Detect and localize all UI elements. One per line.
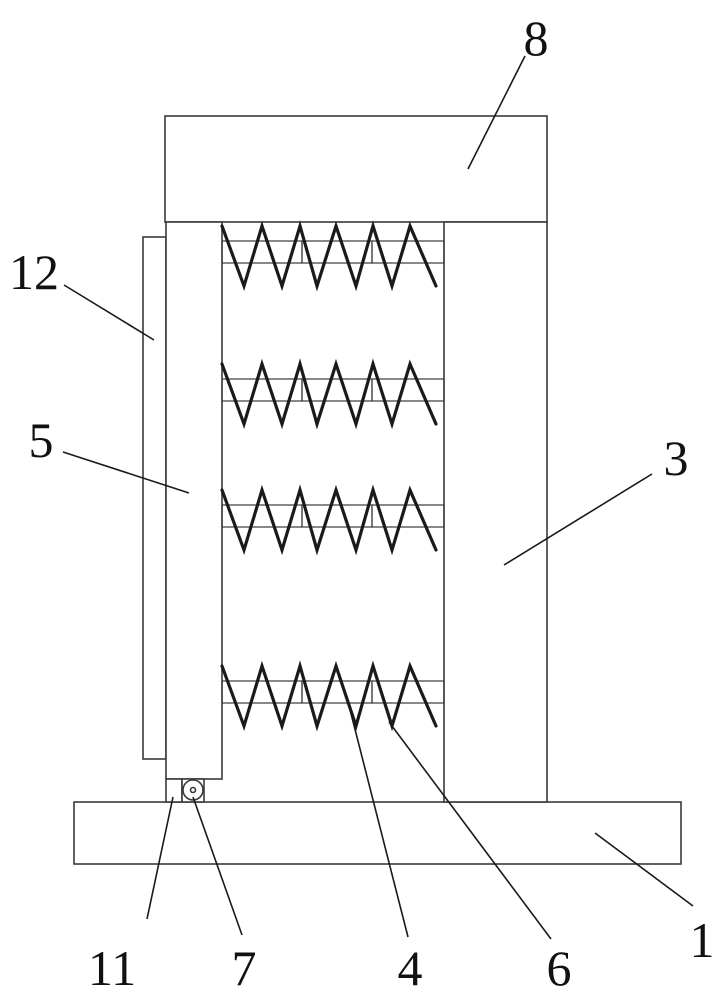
spring-coil <box>220 358 438 430</box>
right-column <box>443 221 548 803</box>
leader-5 <box>62 451 190 494</box>
label-8: 8 <box>524 10 549 66</box>
spring-coil <box>220 484 438 556</box>
leader-11 <box>146 796 174 920</box>
spring-rod <box>301 680 373 704</box>
spring-rod <box>371 680 445 704</box>
label-4: 4 <box>398 940 423 996</box>
spring-rod <box>371 504 445 528</box>
top-beam <box>164 115 548 223</box>
label-5: 5 <box>29 412 54 468</box>
spring-rod <box>371 378 445 402</box>
spring-rod <box>301 504 373 528</box>
leader-3 <box>503 473 653 566</box>
label-11: 11 <box>88 940 136 996</box>
leader-6 <box>388 721 552 940</box>
spring-coil <box>220 660 438 732</box>
spring-rod <box>371 240 445 264</box>
label-3: 3 <box>664 430 689 486</box>
leader-4 <box>346 697 409 938</box>
bottom-block <box>165 778 183 803</box>
spring-coil <box>220 220 438 292</box>
spring-rod <box>301 378 373 402</box>
label-12: 12 <box>9 244 59 300</box>
leader-7 <box>192 796 243 936</box>
label-6: 6 <box>547 940 572 996</box>
label-7: 7 <box>232 940 257 996</box>
leader-1 <box>594 832 694 907</box>
side-panel <box>142 236 167 760</box>
sliding-plate <box>165 221 223 780</box>
roller-axle <box>189 786 197 794</box>
spring-assemblies <box>220 220 445 732</box>
label-1: 1 <box>690 912 715 968</box>
base-plate <box>73 801 682 865</box>
leader-12 <box>63 284 155 341</box>
leader-8 <box>467 55 526 170</box>
spring-rod <box>301 240 373 264</box>
